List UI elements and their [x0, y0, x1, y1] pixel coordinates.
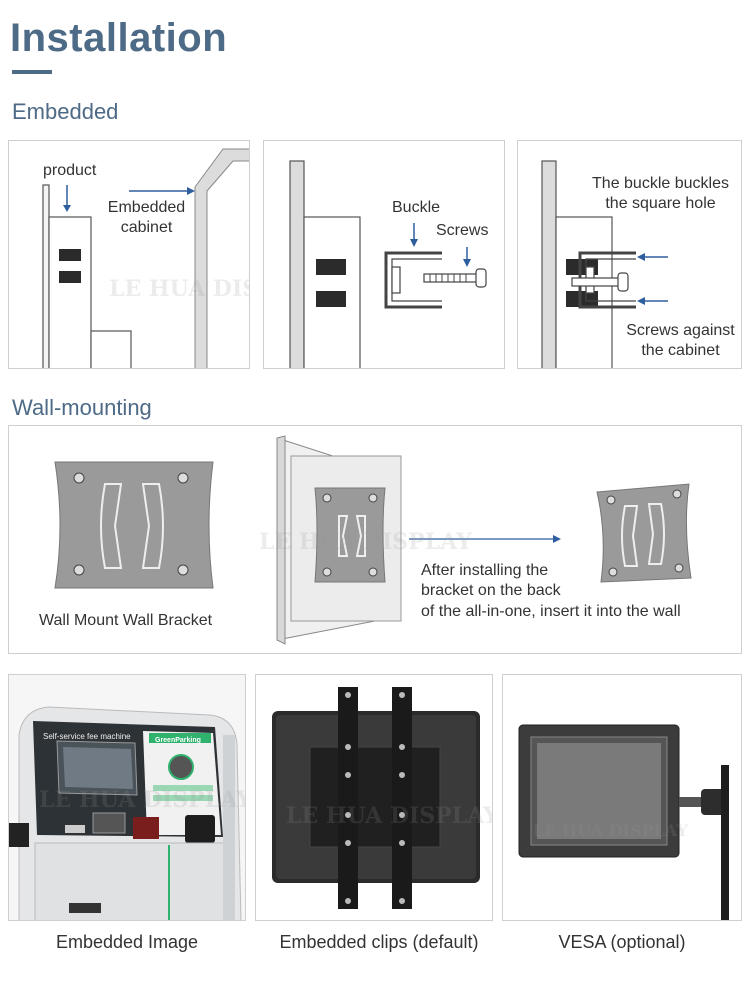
label-after-installing-3: of the all-in-one, insert it into the wa…	[421, 603, 681, 620]
embedded-diagram-buckle-fixed: The buckle buckles the square hole Screw…	[517, 140, 742, 369]
caption-embedded-clips: Embedded clips (default)	[279, 932, 479, 952]
label-screws-cabinet-2: the cabinet	[641, 342, 720, 359]
label-screws-cabinet-1: Screws against	[626, 322, 735, 339]
label-wall-mount-bracket: Wall Mount Wall Bracket	[39, 612, 213, 629]
buckle-screws-illustration	[289, 160, 487, 368]
label-embedded-cabinet-1: Embedded	[107, 199, 186, 216]
label-buckle-square-hole-2: the square hole	[605, 195, 716, 212]
embedded-clips-illustration	[256, 675, 492, 920]
photo-embedded-clips: LE HUA DISPLAY	[255, 674, 493, 921]
kiosk-screen-title: Self-service fee machine	[43, 732, 131, 741]
label-buckle-square-hole-1: The buckle buckles	[592, 175, 729, 192]
embedded-diagram-buckle-screws: Buckle Screws	[263, 140, 505, 369]
kiosk-brand: GreenParking	[155, 737, 201, 744]
product-cabinet-illustration	[42, 148, 249, 368]
embedded-diagram-product-cabinet: product Embedded cabinet LE HUA DISPLAY	[8, 140, 250, 369]
label-buckle: Buckle	[392, 199, 441, 216]
buckle-fixed-illustration	[541, 160, 668, 368]
photo-vesa: LE HUA DISPLAY	[502, 674, 742, 921]
label-embedded-cabinet-2: cabinet	[120, 219, 173, 236]
section-label-embedded: Embedded	[12, 99, 119, 124]
label-after-installing-2: bracket on the back	[421, 582, 561, 599]
caption-embedded-image: Embedded Image	[55, 932, 199, 952]
wall-mount-illustration	[54, 435, 692, 645]
wall-mounting-diagram: Wall Mount Wall Bracket After installing…	[8, 425, 742, 654]
vesa-mount-illustration	[503, 675, 741, 920]
page-title: Installation	[10, 16, 228, 60]
label-screws: Screws	[436, 222, 489, 239]
label-product: product	[43, 162, 97, 179]
photo-embedded-kiosk: Self-service fee machine GreenParking LE…	[8, 674, 246, 921]
label-after-installing-1: After installing the	[421, 562, 549, 579]
kiosk-illustration	[9, 675, 245, 920]
caption-vesa: VESA (optional)	[558, 932, 686, 952]
section-label-wall-mounting: Wall-mounting	[12, 395, 152, 420]
title-underline	[12, 70, 52, 74]
